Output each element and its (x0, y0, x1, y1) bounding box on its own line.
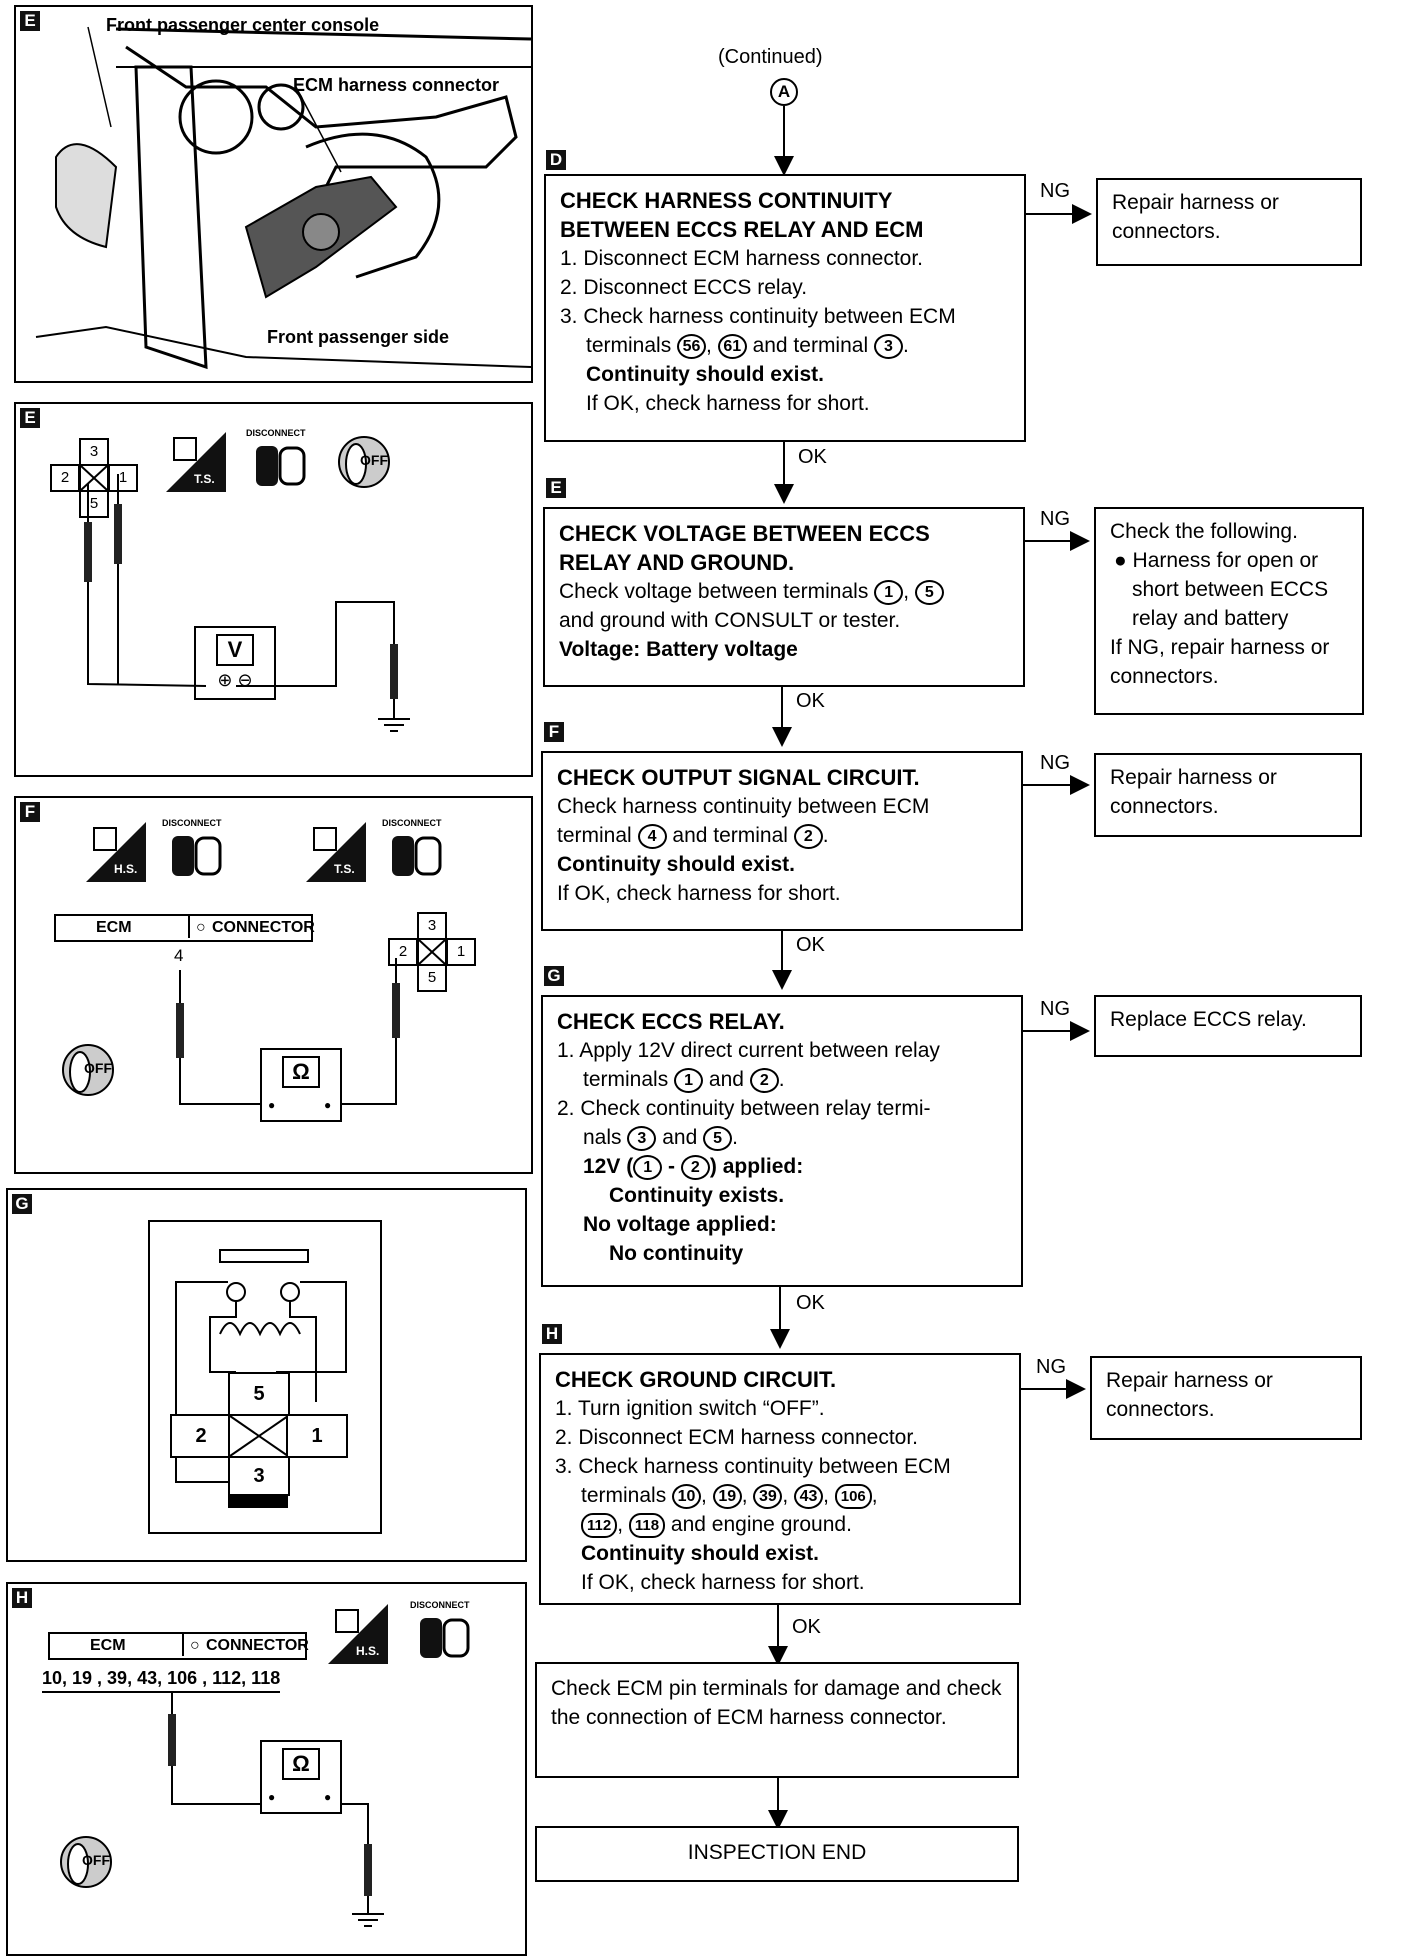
step-tag: E (546, 478, 566, 498)
step-tag: F (544, 722, 564, 742)
connector-a: A (770, 78, 798, 106)
disconnect-icon: DISCONNECT (246, 428, 316, 498)
step-e-result: Check the following. ● Harness for open … (1094, 507, 1364, 715)
ok-label: OK (796, 690, 825, 712)
pin: 3 (228, 1456, 290, 1496)
ng-label: NG (1040, 508, 1070, 530)
ok-label: OK (796, 934, 825, 956)
ok-label: OK (796, 1292, 825, 1314)
meter-terminals: ⊕ ⊖ (217, 670, 253, 690)
label-ecm-connector: ECM harness connector (293, 75, 500, 95)
ohmmeter: Ω ● ● (260, 1740, 342, 1814)
step-tag: D (546, 150, 566, 170)
relay-internal-circuit (175, 1249, 347, 1508)
console-illustration (35, 26, 532, 370)
inspection-end-box: INSPECTION END (535, 1826, 1019, 1882)
ng-label: NG (1040, 752, 1070, 774)
step-h-box: CHECK GROUND CIRCUIT. 1. Turn ignition s… (539, 1353, 1021, 1605)
disconnect-icon: DISCONNECT (382, 818, 452, 888)
panel-f-diagram: F H.S. DISCONNECT T.S. DISCONNECT ECM ○ … (14, 796, 533, 1174)
ignition-off-icon: OFF (336, 434, 392, 490)
ignition-off-icon: OFF (60, 1042, 116, 1098)
pin: 1 (286, 1414, 348, 1458)
meter-symbol: Ω (282, 1748, 320, 1780)
ignition-off-icon: OFF (58, 1834, 114, 1890)
ng-label: NG (1040, 998, 1070, 1020)
continued-label: (Continued) (718, 46, 823, 68)
ok-label: OK (792, 1616, 821, 1638)
step-d-box: CHECK HARNESS CONTINUITY BETWEEN ECCS RE… (544, 174, 1026, 442)
panel-h-diagram: H ECM ○ CONNECTOR 10, 19 , 39, 43, 106 ,… (6, 1582, 527, 1956)
ng-label: NG (1036, 1356, 1066, 1378)
pin: 1 (446, 938, 476, 966)
hs-icon: H.S. (86, 822, 146, 882)
step-d-result: Repair harness or connectors. (1096, 178, 1362, 266)
relay-connector: 3 2 1 5 (46, 434, 142, 524)
disconnect-icon: DISCONNECT (162, 818, 232, 888)
step-f-box: CHECK OUTPUT SIGNAL CIRCUIT. Check harne… (541, 751, 1023, 931)
panel-tag: H (12, 1588, 32, 1608)
pin: 5 (228, 1372, 290, 1416)
ecm-connector: ECM ○ CONNECTOR (54, 914, 315, 942)
step-tag: H (542, 1324, 562, 1344)
ok-label: OK (798, 446, 827, 468)
meter-symbol: Ω (282, 1056, 320, 1088)
ts-icon: T.S. (166, 432, 226, 492)
panel-e-diagram: E 3 2 1 5 V ⊕ ⊖ T.S. DISCONNECT (14, 402, 533, 777)
pin: 5 (79, 490, 109, 518)
ohmmeter: Ω ● ● (260, 1048, 342, 1122)
hs-icon: H.S. (328, 1604, 388, 1664)
ts-icon: T.S. (306, 822, 366, 882)
panel-tag: E (20, 408, 40, 428)
label-passenger-side: Front passenger side (267, 327, 450, 347)
voltmeter: V ⊕ ⊖ (194, 626, 276, 700)
ng-label: NG (1040, 180, 1070, 202)
relay-body: 5 2 1 3 (148, 1220, 382, 1534)
relay-connector: 3 2 1 5 (384, 908, 480, 998)
panel-tag: G (12, 1194, 32, 1214)
step-h-result: Repair harness or connectors. (1090, 1356, 1362, 1440)
pin: 1 (108, 464, 138, 492)
panel-e-photo: E Front passenger center console ECM har… (14, 5, 533, 383)
meter-symbol: V (216, 634, 254, 666)
step-g-result: Replace ECCS relay. (1094, 995, 1362, 1057)
pin: 5 (417, 964, 447, 992)
ecm-connector: ECM ○ CONNECTOR (48, 1632, 309, 1660)
step-e-box: CHECK VOLTAGE BETWEEN ECCS RELAY AND GRO… (543, 507, 1025, 687)
label-console: Front passenger center console (106, 15, 380, 35)
step-tag: G (544, 966, 564, 986)
continuity-wiring (176, 958, 400, 1105)
panel-tag: E (20, 11, 40, 31)
final-check-box: Check ECM pin terminals for damage and c… (535, 1662, 1019, 1778)
panel-tag: F (20, 802, 40, 822)
step-g-box: CHECK ECCS RELAY. 1. Apply 12V direct cu… (541, 995, 1023, 1287)
disconnect-icon: DISCONNECT (410, 1600, 480, 1670)
ecm-terminal-list: 10, 19 , 39, 43, 106 , 112, 118 (42, 1668, 281, 1693)
step-f-result: Repair harness or connectors. (1094, 753, 1362, 837)
panel-g-diagram: G 5 2 1 3 (6, 1188, 527, 1562)
ecm-pin-label: 4 (174, 946, 184, 965)
pin: 2 (170, 1414, 232, 1458)
voltage-wiring (84, 474, 410, 732)
